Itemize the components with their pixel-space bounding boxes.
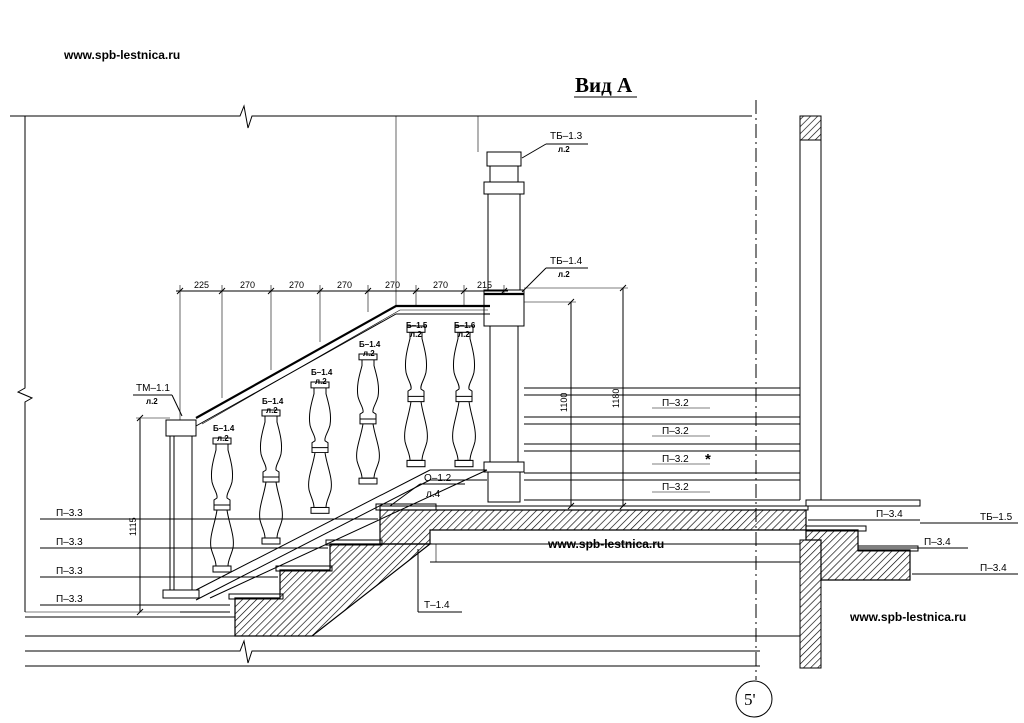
svg-text:л.2: л.2: [315, 377, 327, 386]
svg-text:270: 270: [385, 280, 400, 290]
newel-post-upper: [483, 151, 525, 503]
svg-text:л.2: л.2: [266, 406, 278, 415]
svg-text:Б–1.4: Б–1.4: [359, 340, 381, 349]
svg-text:л.4: л.4: [426, 489, 441, 500]
baluster-4: [356, 353, 380, 485]
left-leaders: П–3.3 П–3.3 П–3.3 П–3.3: [40, 508, 378, 606]
svg-text:л.2: л.2: [558, 145, 570, 154]
floor-lines: [25, 611, 800, 637]
svg-text:Т–1.4: Т–1.4: [424, 600, 450, 611]
svg-text:270: 270: [433, 280, 448, 290]
svg-text:ТБ–1.5: ТБ–1.5: [980, 512, 1013, 523]
callout-o-1-2: О–1.2 л.4: [389, 473, 465, 507]
svg-text:П–3.3: П–3.3: [56, 508, 83, 519]
svg-text:225: 225: [194, 280, 209, 290]
svg-text:л.2: л.2: [458, 330, 470, 339]
dimension-chain-top: 225 270 270 270 270 270 215: [176, 280, 508, 295]
construction-lines: [179, 116, 505, 420]
svg-text:Б–1.6: Б–1.6: [454, 321, 476, 330]
svg-text:П–3.2: П–3.2: [662, 398, 689, 409]
svg-text:1100: 1100: [559, 393, 569, 412]
baluster-2: [259, 409, 283, 545]
newel-post-lower: [162, 419, 200, 599]
landing-slab: [379, 499, 921, 581]
right-wall: [799, 115, 822, 669]
svg-text:1180: 1180: [611, 389, 621, 408]
baluster-6: [452, 325, 476, 468]
base-rail: [195, 469, 488, 601]
svg-text:П–3.2: П–3.2: [662, 482, 689, 493]
svg-text:П–3.4: П–3.4: [876, 509, 903, 520]
axis-label: 5': [744, 690, 756, 709]
svg-text:270: 270: [337, 280, 352, 290]
svg-text:П–3.2: П–3.2: [662, 454, 689, 465]
svg-text:П–3.2: П–3.2: [662, 426, 689, 437]
baluster-5: [404, 325, 428, 468]
svg-text:П–3.3: П–3.3: [56, 594, 83, 605]
watermark-bottom-right: www.spb-lestnica.ru: [849, 610, 966, 624]
view-title: Вид А: [575, 73, 633, 97]
svg-text:ТБ–1.4: ТБ–1.4: [550, 256, 583, 267]
svg-text:Б–1.4: Б–1.4: [213, 424, 235, 433]
svg-text:1115: 1115: [128, 517, 138, 536]
asterisk-mark: *: [705, 451, 711, 468]
watermark-top-left: www.spb-lestnica.ru: [63, 48, 180, 62]
svg-text:270: 270: [240, 280, 255, 290]
baluster-1: [210, 437, 234, 573]
axis-marker: [735, 680, 773, 718]
break-lines: [10, 104, 760, 667]
dimension-vertical-left: 1115: [128, 414, 170, 616]
svg-text:270: 270: [289, 280, 304, 290]
callout-tm-1-1: ТМ–1.1 л.2: [133, 383, 183, 417]
svg-text:Б–1.4: Б–1.4: [311, 368, 333, 377]
svg-text:215: 215: [477, 280, 492, 290]
right-leaders: П–3.4 ТБ–1.5 П–3.4 П–3.4: [808, 509, 1018, 575]
svg-text:ТБ–1.3: ТБ–1.3: [550, 131, 583, 142]
svg-text:Б–1.4: Б–1.4: [262, 397, 284, 406]
dimension-vertical-mid: 1100: [524, 298, 576, 510]
baluster-3: [308, 381, 332, 514]
svg-text:л.2: л.2: [363, 349, 375, 358]
svg-text:л.2: л.2: [217, 434, 229, 443]
svg-text:П–3.3: П–3.3: [56, 537, 83, 548]
svg-text:О–1.2: О–1.2: [424, 473, 452, 484]
svg-text:л.2: л.2: [410, 330, 422, 339]
wall-panels: П–3.2 П–3.2 П–3.2 П–3.2 *: [524, 387, 800, 501]
stair-stringer: [180, 503, 437, 637]
svg-text:л.2: л.2: [146, 397, 158, 406]
callout-tb-1-3: ТБ–1.3 л.2: [521, 131, 588, 159]
handrail: [195, 304, 490, 427]
callout-tb-1-4: ТБ–1.4 л.2: [521, 256, 588, 293]
svg-text:ТМ–1.1: ТМ–1.1: [136, 383, 170, 394]
callout-t-1-4: Т–1.4: [417, 549, 462, 613]
svg-text:П–3.4: П–3.4: [924, 537, 951, 548]
svg-text:л.2: л.2: [558, 270, 570, 279]
svg-text:П–3.3: П–3.3: [56, 566, 83, 577]
svg-text:П–3.4: П–3.4: [980, 563, 1007, 574]
dimension-vertical-right: 1180: [524, 284, 628, 510]
svg-text:Б–1.5: Б–1.5: [406, 321, 428, 330]
baluster-labels: Б–1.4л.2 Б–1.4л.2 Б–1.4л.2 Б–1.4л.2 Б–1.…: [213, 321, 476, 443]
